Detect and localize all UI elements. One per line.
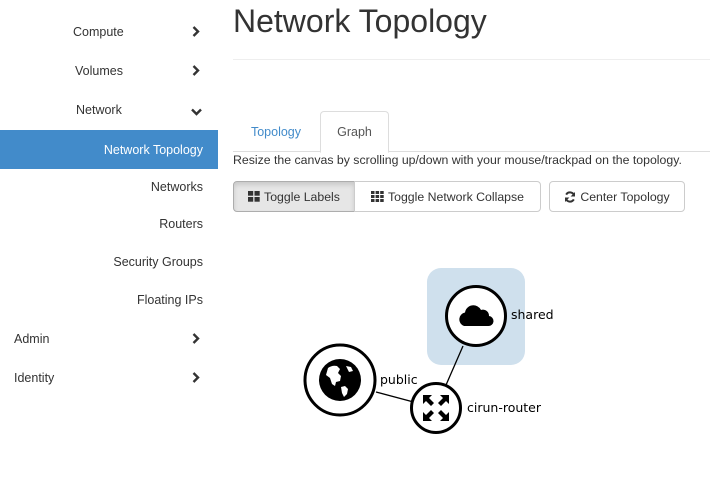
sidebar-item-label: Network Topology xyxy=(103,142,203,157)
node-label-public: public xyxy=(380,372,418,387)
node-public[interactable] xyxy=(303,343,377,417)
chevron-right-icon xyxy=(190,65,202,77)
sidebar-item-label: Compute xyxy=(73,24,124,39)
tab-graph[interactable]: Graph xyxy=(320,111,389,153)
chevron-down-icon xyxy=(190,106,202,118)
sidebar-item-volumes[interactable]: Volumes xyxy=(0,51,218,90)
toggle-network-collapse-label: Toggle Network Collapse xyxy=(387,189,525,204)
node-shared[interactable] xyxy=(445,285,507,347)
sidebar-item-label: Security Groups xyxy=(113,255,203,269)
sidebar-item-networks[interactable]: Networks xyxy=(0,168,218,206)
toggle-labels-button[interactable]: Toggle Labels xyxy=(233,181,355,212)
th-large-icon xyxy=(248,191,260,202)
topology-canvas[interactable]: shared public cirun-router xyxy=(233,225,710,487)
cloud-icon xyxy=(459,305,494,327)
sidebar-item-label: Networks xyxy=(150,180,203,194)
toggle-network-collapse-button[interactable]: Toggle Network Collapse xyxy=(354,181,541,212)
router-arrows-icon xyxy=(423,395,449,421)
sidebar-item-admin[interactable]: Admin xyxy=(0,319,218,358)
sidebar-item-network[interactable]: Network xyxy=(0,90,218,129)
th-icon xyxy=(370,191,384,202)
sidebar-item-label: Identity xyxy=(14,370,55,385)
sidebar-item-label: Floating IPs xyxy=(136,293,203,307)
node-label-cirun-router: cirun-router xyxy=(467,400,542,415)
sidebar-item-compute[interactable]: Compute xyxy=(0,12,218,51)
page-title: Network Topology xyxy=(233,3,487,39)
node-label-shared: shared xyxy=(511,307,554,322)
globe-icon xyxy=(319,359,361,401)
sidebar-item-security-groups[interactable]: Security Groups xyxy=(0,243,218,281)
center-topology-label: Center Topology xyxy=(580,189,670,204)
resize-hint: Resize the canvas by scrolling up/down w… xyxy=(233,153,682,167)
sidebar-item-identity[interactable]: Identity xyxy=(0,358,218,397)
main-content: Network Topology Topology Graph Resize t… xyxy=(233,0,710,487)
refresh-icon xyxy=(564,190,576,203)
chevron-right-icon xyxy=(190,333,202,345)
sidebar: Compute Volumes Network Network Topology… xyxy=(0,0,218,487)
toggle-labels-label: Toggle Labels xyxy=(264,189,340,204)
center-topology-button[interactable]: Center Topology xyxy=(549,181,685,212)
chevron-right-icon xyxy=(190,26,202,38)
sidebar-item-routers[interactable]: Routers xyxy=(0,205,218,243)
sidebar-item-label: Admin xyxy=(14,331,50,346)
tab-topology[interactable]: Topology xyxy=(250,124,302,139)
sidebar-item-label: Routers xyxy=(159,217,203,231)
node-cirun-router[interactable] xyxy=(410,382,462,434)
title-divider xyxy=(233,59,710,60)
sidebar-item-network-topology[interactable]: Network Topology xyxy=(0,130,218,169)
sidebar-item-label: Volumes xyxy=(75,63,123,78)
sidebar-item-floating-ips[interactable]: Floating IPs xyxy=(0,281,218,319)
sidebar-item-label: Network xyxy=(76,102,122,117)
tab-bar: Topology Graph xyxy=(233,111,710,153)
chevron-right-icon xyxy=(190,372,202,384)
